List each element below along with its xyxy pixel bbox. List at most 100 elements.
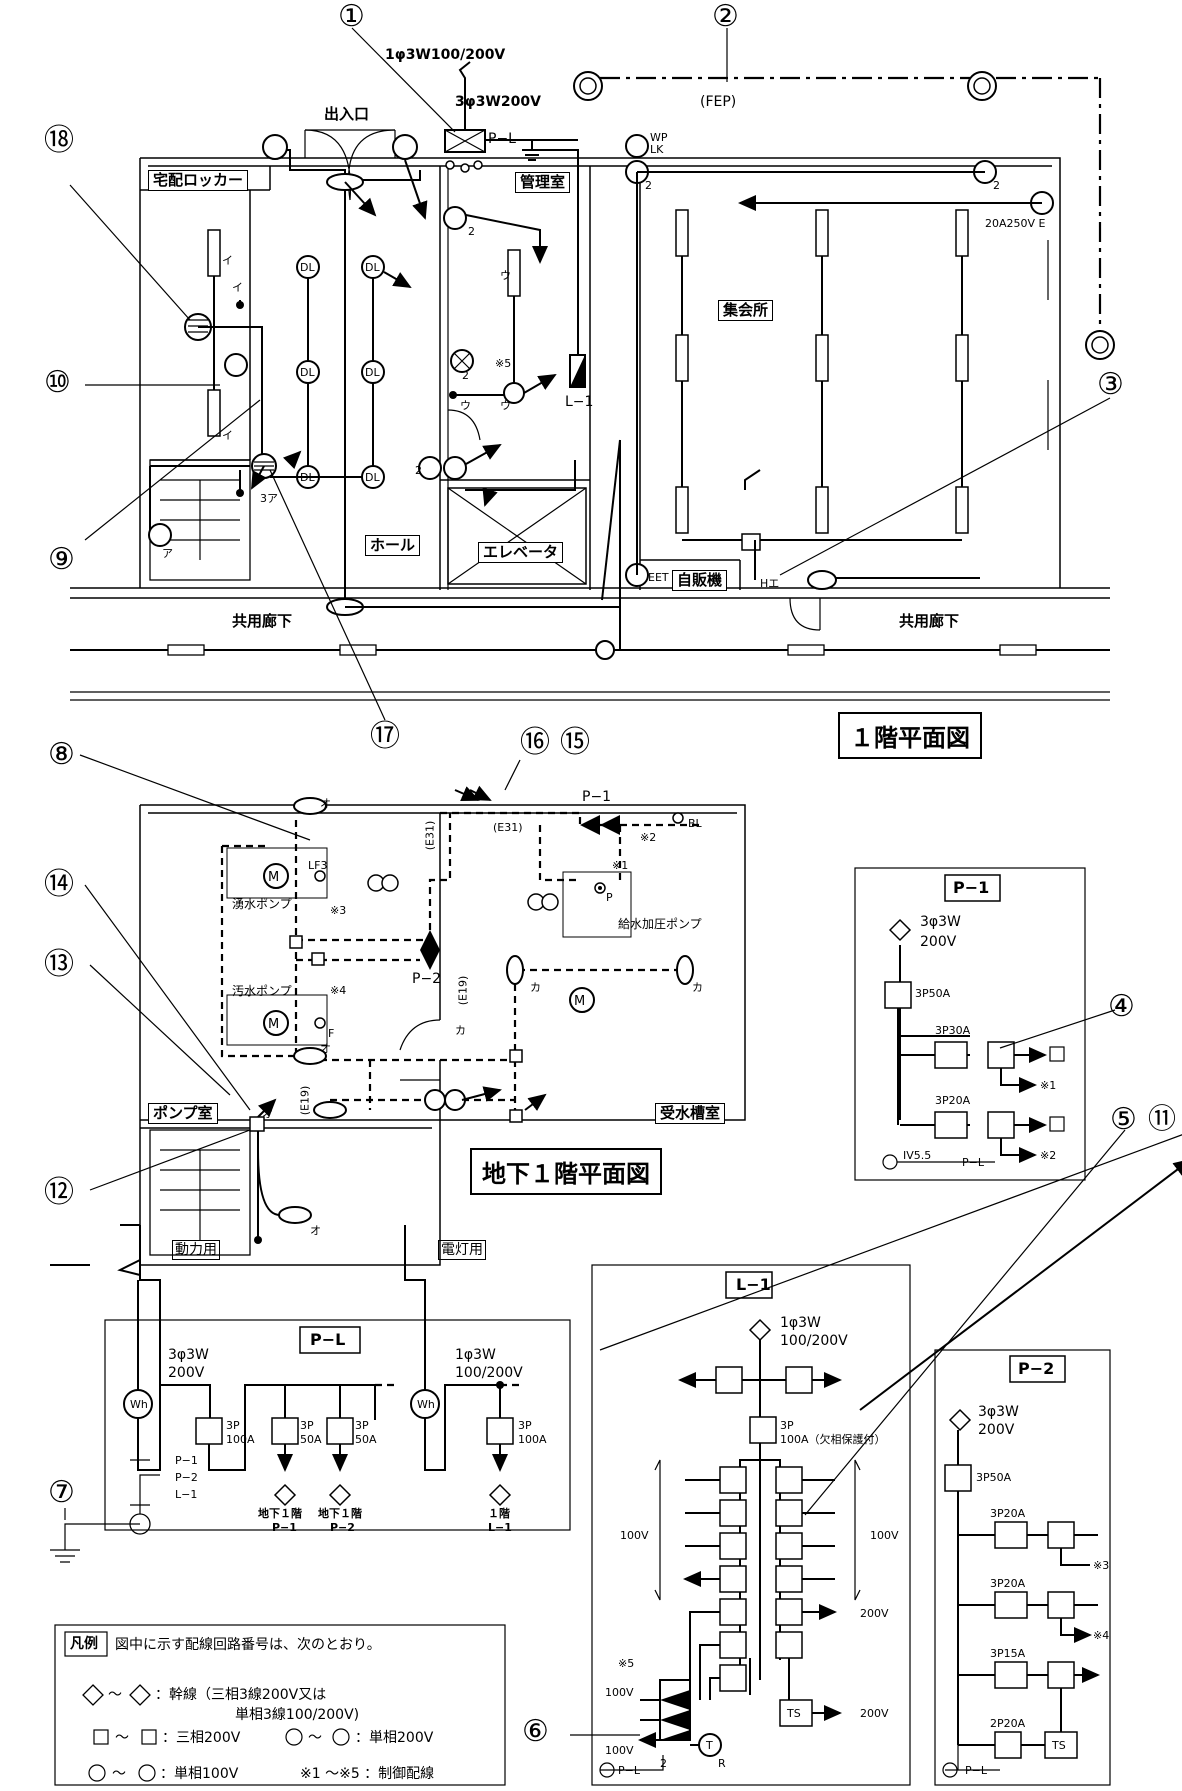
panel-l1-diagram [591, 1158, 1182, 1786]
marker-1: ① [338, 0, 365, 34]
ka-label-3: カ [455, 1024, 466, 1037]
pl-to3b: L−1 [488, 1521, 512, 1534]
pl-earth1: P−1 [175, 1454, 198, 1467]
sump-pump-label: 湧水ポンプ [232, 897, 292, 911]
pl-power: 動力用 [172, 1240, 220, 1260]
l1-note5: ※5 [618, 1657, 635, 1670]
room-locker: 宅配ロッカー [148, 170, 249, 191]
marker-2: ② [712, 0, 739, 34]
lk-label: LK [650, 143, 664, 156]
dl-1: DL [300, 261, 315, 274]
panel-p1-diagram [854, 867, 1086, 1181]
room-tank: 受水槽室 [655, 1103, 726, 1124]
marker-8: ⑧ [48, 737, 75, 772]
pl-l-feed2: 100/200V [455, 1365, 523, 1381]
l1-office-label: L−1 [565, 394, 594, 410]
pl-p-b2: 3P [355, 1419, 369, 1432]
legend-r2a: ～ [115, 1730, 129, 1746]
room-vending: 自販機 [672, 570, 728, 591]
l1-v200n: 200V [860, 1707, 889, 1720]
p1-feed: 3φ3W [920, 914, 961, 930]
marker-18: ⑱ [44, 123, 74, 158]
pl-to2: 地下１階 [318, 1507, 362, 1520]
dl-6: DL [365, 471, 380, 484]
pl-wh1: Wh [130, 1398, 148, 1411]
legend-r1a: ～ [108, 1687, 122, 1703]
meeting-fixtures [573, 71, 1115, 650]
pl-p-main: 3P [226, 1419, 240, 1432]
pl-lighting: 電灯用 [438, 1240, 486, 1260]
p2-title: P−2 [1018, 1359, 1055, 1378]
l1-feed2: 100/200V [780, 1333, 848, 1349]
l1-title: L−1 [736, 1275, 771, 1294]
pl-p-main2: 100A [226, 1433, 255, 1446]
e31-label-a: (E31) [493, 821, 523, 834]
marker-15: ⑮ [560, 725, 590, 760]
note3-label: ※3 [330, 904, 347, 917]
o-label-1: オ [320, 797, 331, 810]
p1-to: P−L [962, 1156, 984, 1169]
floor1-wiring [148, 61, 621, 660]
l1-v100r: 100V [870, 1529, 899, 1542]
marker-5: ⑤ [1110, 1102, 1137, 1137]
u-label-1: ウ [500, 269, 511, 282]
basement-plan: M M M [139, 785, 746, 1266]
p2-br4: 2P20A [990, 1717, 1026, 1730]
svg-text:M: M [268, 1017, 279, 1032]
two-label-2: 2 [645, 179, 652, 192]
l1-feed: 1φ3W [780, 1315, 821, 1331]
legend-r3c: ※1 ～※5 ：制御配線 [300, 1766, 435, 1782]
two-label-5: 2 [462, 369, 469, 382]
room-pump: ポンプ室 [148, 1103, 218, 1124]
pl-wh2: Wh [417, 1398, 435, 1411]
p2-br2: 3P20A [990, 1577, 1026, 1590]
p2-ts: TS [1052, 1739, 1066, 1752]
l1-v100l: 100V [620, 1529, 649, 1542]
room-office: 管理室 [515, 172, 571, 193]
i-label-1: イ [222, 254, 233, 267]
p-label: P [606, 891, 613, 904]
note2-label: ※2 [640, 831, 657, 844]
e19-label-a: (E19) [456, 975, 470, 1006]
pl-l-feed: 1φ3W [455, 1347, 496, 1363]
p2-br1: 3P20A [990, 1507, 1026, 1520]
o-label-4: オ [310, 1224, 321, 1237]
svg-text:M: M [574, 994, 585, 1009]
marker-14: ⑭ [44, 867, 74, 902]
a-label-1: ア [162, 547, 173, 560]
pl-p-b2b: 50A [355, 1433, 377, 1446]
marker-11: ⑪ [1148, 1102, 1177, 1135]
marker-17: ⑰ [370, 719, 400, 754]
l1-r: R [718, 1757, 726, 1770]
pl-p-feed2: 200V [168, 1365, 205, 1381]
pl-earth2: P−2 [175, 1471, 198, 1484]
u-label-2: ウ [460, 399, 471, 412]
l1-main2: 100A（欠相保護付） [780, 1433, 886, 1446]
bl-label: BL [688, 817, 702, 830]
marker-3: ③ [1097, 367, 1124, 402]
p2-n4: ※4 [1093, 1629, 1110, 1642]
marker-13: ⑬ [44, 947, 74, 982]
dl-2: DL [300, 366, 315, 379]
leader-lines [64, 27, 1182, 1736]
p1-earth: IV5.5 [903, 1149, 932, 1162]
p2-n3: ※3 [1093, 1559, 1110, 1572]
pl-p-b1: 3P [300, 1419, 314, 1432]
booster-pump-label: 給水加圧ポンプ [618, 917, 702, 931]
marker-6: ⑥ [522, 1714, 549, 1749]
p2-feed2: 200V [978, 1422, 1015, 1438]
legend-r3b: ：単相100V [160, 1766, 239, 1782]
l1-t: T [706, 1739, 713, 1752]
marker-9: ⑨ [48, 542, 75, 577]
dl-3: DL [300, 471, 315, 484]
p2-br3: 3P15A [990, 1647, 1026, 1660]
o-label-3: オ [262, 1107, 273, 1120]
note5-office: ※5 [495, 357, 512, 370]
p1-feed2: 200V [920, 934, 957, 950]
u-label-3: ウ [500, 399, 511, 412]
l1-ts: TS [787, 1707, 801, 1720]
room-meeting: 集会所 [718, 300, 774, 321]
floor1-title: １階平面図 [838, 712, 982, 759]
room-hall: ホール [365, 535, 421, 556]
legend-r2b: ：三相200V [162, 1730, 241, 1746]
